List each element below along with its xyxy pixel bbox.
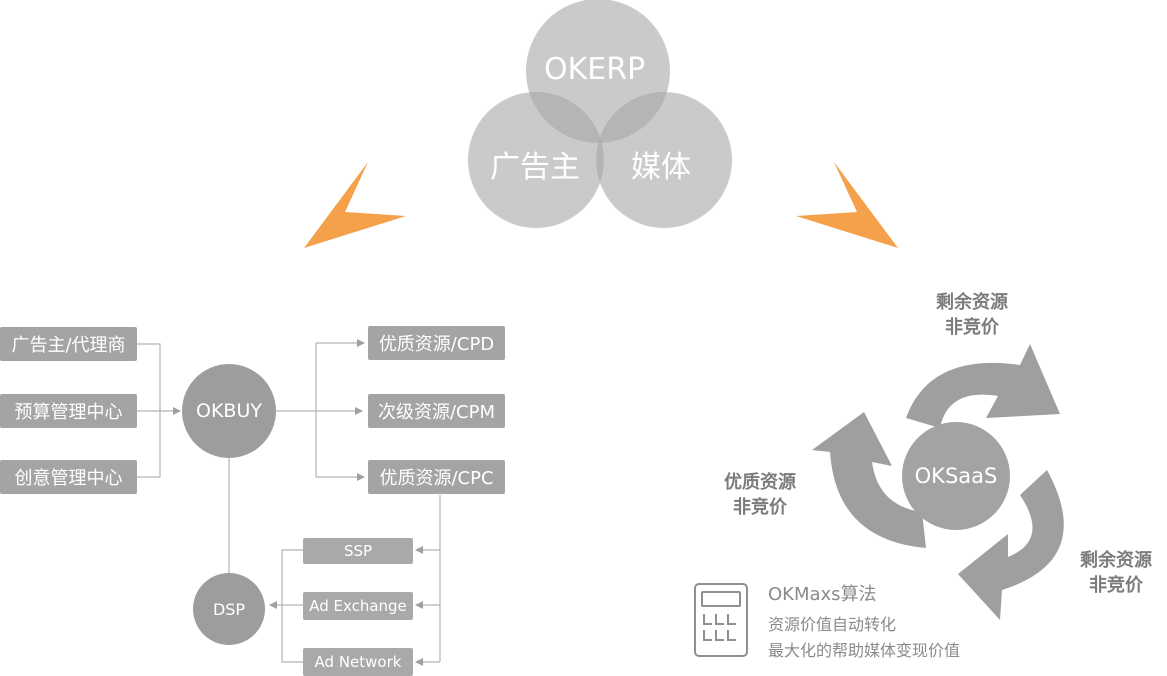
venn-circle-media	[596, 92, 732, 228]
venn-label-advertiser: 广告主	[490, 150, 580, 185]
cycle-label-right: 剩余资源 非竞价	[1080, 548, 1152, 598]
source-box-ssp: SSP	[303, 538, 413, 564]
okmaxs-desc-line2: 最大化的帮助媒体变现价值	[768, 641, 961, 660]
venn-label-media: 媒体	[631, 150, 691, 185]
venn-diagram	[468, 0, 732, 228]
output-box-secondary-cpm: 次级资源/CPM	[368, 394, 505, 428]
oksaas-center: OKSaaS	[902, 422, 1010, 530]
cycle-label-top-line2: 非竞价	[945, 317, 999, 338]
cycle-arrows	[812, 344, 1064, 620]
cycle-label-top: 剩余资源 非竞价	[936, 290, 1008, 340]
cycle-label-left-line1: 优质资源	[724, 472, 796, 493]
calculator-icon	[694, 583, 748, 657]
venn-circle-advertiser	[468, 92, 604, 228]
okmaxs-desc-line1: 资源价值自动转化	[768, 615, 897, 634]
dsp-node: DSP	[193, 573, 265, 645]
cycle-arrow-top	[906, 344, 1060, 428]
orange-arrow-left	[304, 162, 406, 248]
cycle-label-left: 优质资源 非竞价	[724, 470, 796, 520]
okmaxs-description: 资源价值自动转化 最大化的帮助媒体变现价值	[768, 612, 960, 664]
cycle-label-right-line2: 非竞价	[1089, 575, 1143, 596]
cycle-label-right-line1: 剩余资源	[1080, 550, 1152, 571]
venn-label-okerp: OKERP	[544, 52, 646, 87]
okmaxs-title: OKMaxs算法	[768, 584, 877, 605]
cycle-label-top-line1: 剩余资源	[936, 292, 1008, 313]
source-box-ad-exchange: Ad Exchange	[303, 592, 413, 620]
cycle-label-left-line2: 非竞价	[733, 497, 787, 518]
source-box-ad-network: Ad Network	[303, 648, 413, 676]
output-box-premium-cpc: 优质资源/CPC	[368, 460, 505, 494]
input-box-advertiser-agency: 广告主/代理商	[0, 327, 137, 361]
cycle-arrow-left	[812, 412, 926, 548]
input-box-budget-center: 预算管理中心	[0, 394, 137, 428]
okbuy-hub: OKBUY	[182, 364, 276, 458]
left-flow-connectors	[137, 339, 441, 666]
input-box-creative-center: 创意管理中心	[0, 460, 137, 494]
orange-arrow-right	[796, 162, 898, 248]
output-box-premium-cpd: 优质资源/CPD	[368, 326, 505, 360]
cycle-arrow-right	[958, 470, 1064, 620]
